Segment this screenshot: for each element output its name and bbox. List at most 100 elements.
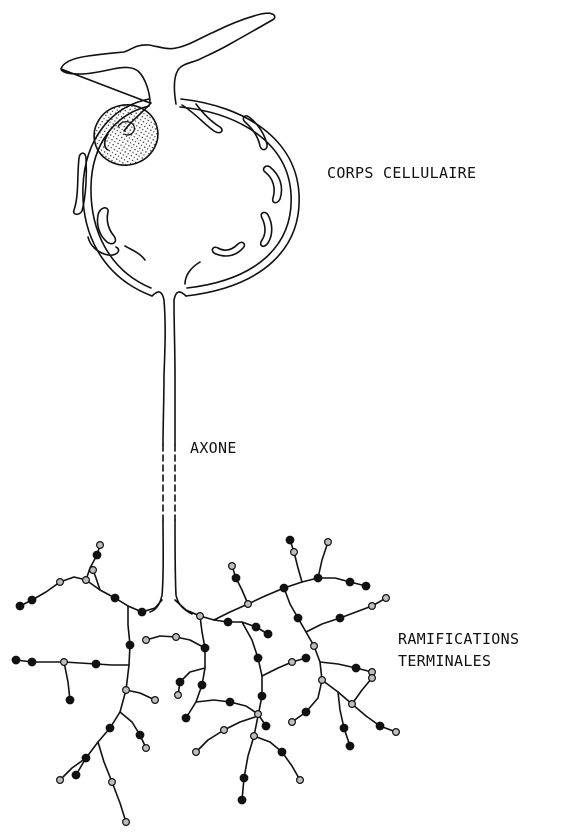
synaptic-bouton xyxy=(90,567,97,574)
synaptic-bouton xyxy=(264,630,272,638)
synaptic-bouton xyxy=(294,614,302,622)
synaptic-bouton xyxy=(224,618,232,626)
axon-left xyxy=(152,292,165,445)
synaptic-bouton xyxy=(28,658,36,666)
synaptic-bouton xyxy=(28,596,36,604)
synaptic-bouton xyxy=(336,614,344,622)
synaptic-bouton xyxy=(238,796,246,804)
terminal-branch xyxy=(232,566,248,604)
synaptic-bouton xyxy=(123,687,130,694)
synaptic-bouton xyxy=(314,574,322,582)
organelle xyxy=(261,212,272,246)
terminal-branch xyxy=(196,716,258,752)
synaptic-bouton xyxy=(106,724,114,732)
synaptic-bouton xyxy=(346,578,354,586)
synaptic-bouton xyxy=(280,584,288,592)
synaptic-bouton xyxy=(383,595,390,602)
terminal-branch xyxy=(86,545,100,580)
axon-label: AXONE xyxy=(190,441,237,456)
synaptic-bouton xyxy=(325,539,332,546)
terminal-branch xyxy=(76,606,130,775)
synaptic-bouton xyxy=(255,711,262,718)
synaptic-bouton xyxy=(61,659,68,666)
synaptic-bouton xyxy=(93,551,101,559)
synaptic-bouton xyxy=(254,654,262,662)
synaptic-bouton xyxy=(143,745,150,752)
synaptic-bouton xyxy=(126,641,134,649)
synaptic-bouton xyxy=(252,623,260,631)
synaptic-bouton xyxy=(319,677,326,684)
synaptic-bouton xyxy=(297,777,304,784)
synaptic-bouton xyxy=(138,608,146,616)
cell-body-outer-right xyxy=(181,99,299,296)
synaptic-bouton xyxy=(57,777,64,784)
terminal-branch xyxy=(290,540,302,582)
synaptic-bouton xyxy=(136,731,144,739)
synaptic-bouton xyxy=(240,774,248,782)
axon-right-lower xyxy=(175,520,192,614)
synaptic-bouton xyxy=(16,602,24,610)
synaptic-bouton xyxy=(311,643,318,650)
synaptic-bouton xyxy=(152,697,159,704)
synaptic-bouton xyxy=(352,664,360,672)
synaptic-bouton xyxy=(123,819,130,826)
synaptic-bouton xyxy=(182,714,190,722)
terminals-label-line2: TERMINALES xyxy=(398,654,491,669)
synaptic-bouton xyxy=(258,692,266,700)
terminal-branch xyxy=(320,662,372,672)
synaptic-bouton xyxy=(175,692,182,699)
synaptic-bouton xyxy=(349,701,356,708)
terminal-branch xyxy=(20,577,162,612)
synaptic-bouton xyxy=(291,549,298,556)
synaptic-bouton xyxy=(302,654,310,662)
synaptic-bouton xyxy=(12,656,20,664)
synaptic-bouton xyxy=(376,722,384,730)
synaptic-bouton xyxy=(229,563,236,570)
terminal-branch xyxy=(120,712,146,748)
axon-left-lower xyxy=(150,520,163,612)
synaptic-bouton xyxy=(369,603,376,610)
synaptic-bouton xyxy=(286,536,294,544)
terminal-branch xyxy=(318,542,328,578)
synaptic-bouton xyxy=(369,675,376,682)
terminal-branch xyxy=(186,616,205,718)
organelle xyxy=(125,246,145,260)
terminal-branch xyxy=(254,736,300,780)
synaptic-bouton xyxy=(232,574,240,582)
synaptic-bouton xyxy=(198,681,206,689)
terminal-branch xyxy=(262,658,306,676)
organelle xyxy=(264,166,282,203)
synaptic-bouton xyxy=(72,771,80,779)
synaptic-bouton xyxy=(262,722,270,730)
synaptic-bouton xyxy=(66,696,74,704)
synaptic-bouton xyxy=(251,733,258,740)
terminal-branch xyxy=(64,662,70,700)
terminal-branch xyxy=(322,680,396,732)
synaptic-bouton xyxy=(340,724,348,732)
organelle xyxy=(182,104,222,133)
synaptic-bouton xyxy=(245,601,252,608)
synaptic-bouton xyxy=(57,579,64,586)
terminal-branches xyxy=(16,540,396,822)
organelle xyxy=(185,262,200,284)
cell-body-label: CORPS CELLULAIRE xyxy=(327,166,476,181)
synaptic-bouton xyxy=(278,748,286,756)
terminal-branch xyxy=(214,578,366,620)
synaptic-bouton xyxy=(393,729,400,736)
synaptic-bouton xyxy=(197,613,204,620)
synaptic-bouton xyxy=(111,594,119,602)
axon-right xyxy=(174,292,186,445)
synaptic-bouton xyxy=(289,659,296,666)
synaptic-bouton xyxy=(201,644,209,652)
synaptic-bouton xyxy=(92,660,100,668)
synaptic-bouton xyxy=(173,634,180,641)
synaptic-bouton xyxy=(143,637,150,644)
synaptic-bouton xyxy=(302,708,310,716)
synaptic-bouton xyxy=(362,582,370,590)
synaptic-bouton xyxy=(82,754,90,762)
synaptic-bouton xyxy=(83,577,90,584)
synaptic-bouton xyxy=(97,542,104,549)
top-dendrite xyxy=(61,13,275,104)
terminals-label-line1: RAMIFICATIONS xyxy=(398,632,519,647)
